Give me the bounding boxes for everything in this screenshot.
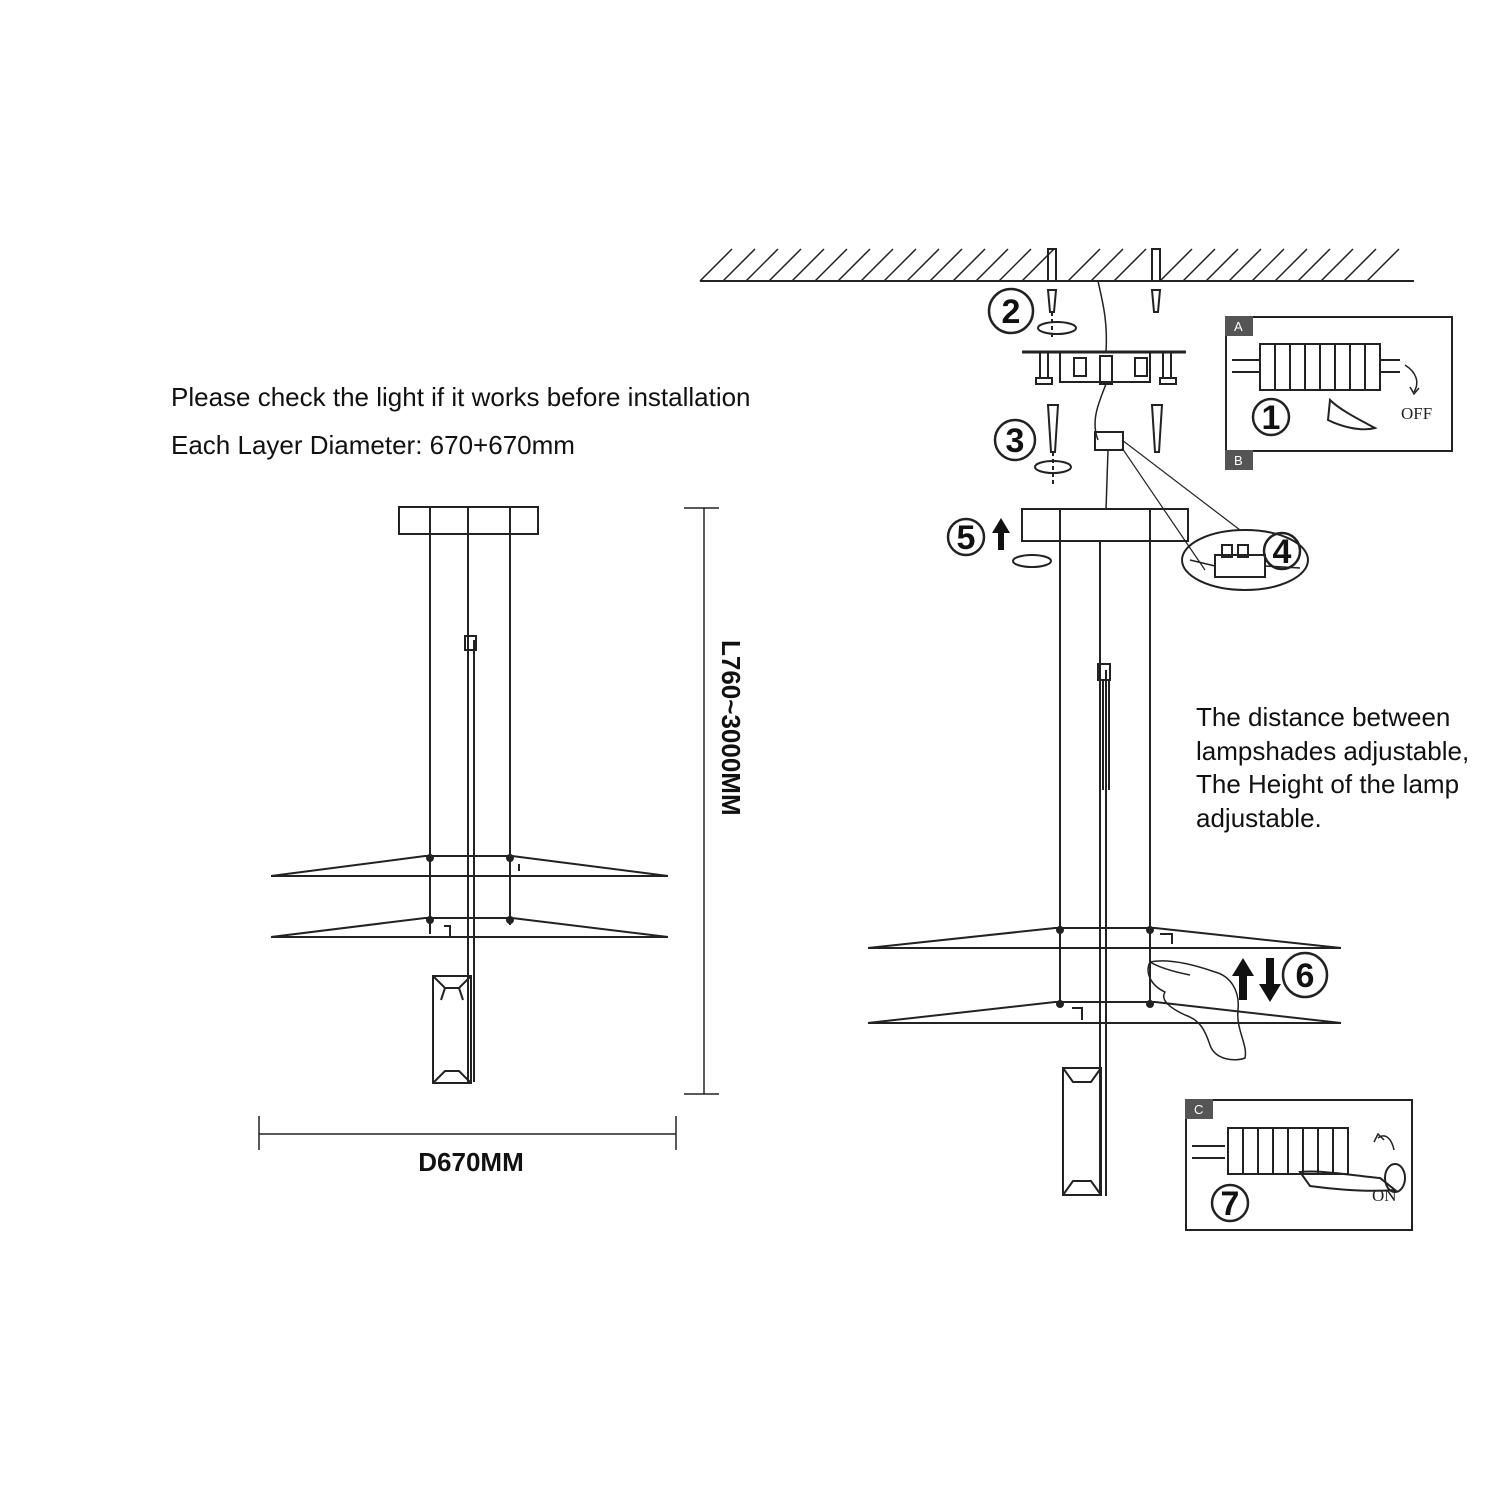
wall-anchors — [1046, 289, 1162, 340]
step-2-circle — [987, 287, 1035, 335]
screws — [1046, 404, 1164, 485]
note-layer-diameter: Each Layer Diameter: 670+670mm — [171, 430, 575, 460]
left-upper-shade — [270, 854, 669, 877]
rotate-arrow-step-2 — [1037, 321, 1077, 335]
step-1-number: 1 — [1262, 399, 1281, 437]
step-2-number: 2 — [1002, 293, 1021, 331]
note-adjust-line-1: The distance between — [1196, 702, 1451, 732]
on-label: ON — [1372, 1186, 1397, 1205]
note-adjust-line-2: lampshades adjustable, — [1196, 736, 1470, 766]
ceiling — [699, 248, 1414, 282]
right-lamp-drawing — [867, 508, 1342, 1196]
diameter-dimension-line — [258, 1116, 677, 1150]
step-5-number: 5 — [957, 519, 976, 557]
right-pendant-weight — [1062, 1067, 1102, 1196]
right-canopy — [1021, 508, 1189, 542]
step-3-number: 3 — [1006, 422, 1025, 460]
up-arrow-icon — [992, 518, 1010, 550]
off-label: OFF — [1401, 404, 1432, 423]
step-4-circle — [1262, 531, 1302, 571]
step-3-circle — [993, 418, 1037, 462]
note-check-light: Please check the light if it works befor… — [171, 382, 751, 412]
height-dimension-line — [684, 507, 719, 1095]
box-letter-a: A — [1234, 319, 1243, 334]
left-lamp-drawing — [270, 506, 669, 1084]
step-7-circle — [1210, 1183, 1250, 1223]
step-1-circle — [1251, 397, 1291, 437]
breaker-box-on — [1185, 1099, 1413, 1231]
height-dimension-label: L760~3000MM — [716, 640, 746, 816]
box-letter-c: C — [1194, 1102, 1203, 1117]
step-5-circle — [946, 517, 986, 557]
rotate-arrow-step-5 — [1012, 554, 1052, 568]
step-7-number: 7 — [1221, 1185, 1240, 1223]
step-6-number: 6 — [1296, 957, 1315, 995]
mounting-plate — [1022, 350, 1186, 385]
diameter-dimension-label: D670MM — [418, 1147, 523, 1177]
note-adjust-line-4: adjustable. — [1196, 803, 1322, 833]
step-6-circle — [1281, 951, 1329, 999]
left-lower-shade — [270, 916, 669, 938]
box-letter-b: B — [1234, 453, 1243, 468]
breaker-box-off — [1225, 316, 1453, 470]
right-upper-shade — [867, 926, 1342, 949]
up-down-arrows-icon — [1232, 958, 1281, 1002]
note-adjust-line-3: The Height of the lamp — [1196, 769, 1460, 799]
left-pendant-weight — [432, 975, 472, 1084]
rotate-arrow-step-3 — [1034, 460, 1072, 474]
step-4-number: 4 — [1273, 533, 1292, 571]
hand-icon — [1147, 960, 1247, 1061]
terminal-block — [1094, 431, 1124, 451]
right-lower-shade — [867, 1000, 1342, 1024]
